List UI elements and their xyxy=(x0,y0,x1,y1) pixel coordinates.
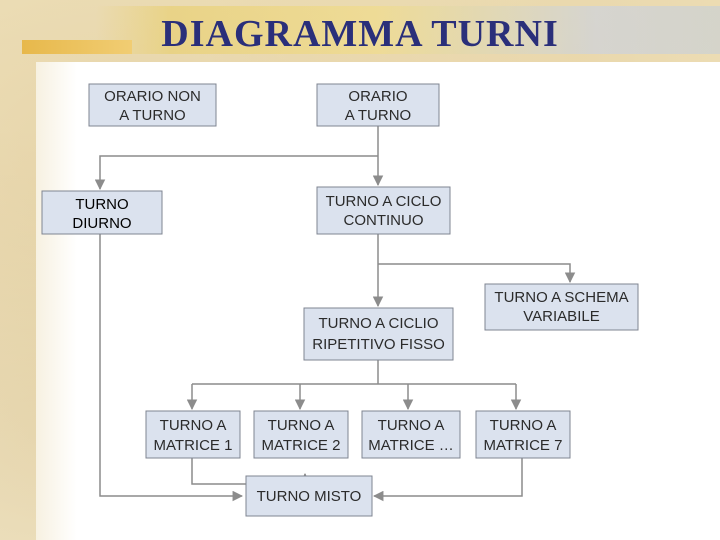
node-turno-misto: TURNO MISTO xyxy=(245,475,373,517)
node-orario-non-turno-line-1: ORARIO NON xyxy=(104,88,201,105)
connector-to-schema-variabile xyxy=(378,263,576,284)
node-matrice-7-line-1: TURNO A xyxy=(490,417,557,434)
node-turno-ciclio-ripetitivo: TURNO A CICLIO RIPETITIVO FISSO xyxy=(303,307,454,361)
connectors xyxy=(94,126,576,502)
node-turno-ciclo-continuo: TURNO A CICLO CONTINUO xyxy=(316,186,451,235)
connector-to-turno-diurno xyxy=(94,155,378,191)
node-matrice-1-line-1: TURNO A xyxy=(160,417,227,434)
node-matrice-1-line-2: MATRICE 1 xyxy=(154,437,233,454)
title-accent-bar xyxy=(22,40,132,54)
node-orario-non-turno: ORARIO NON A TURNO xyxy=(88,83,217,127)
node-schema-line-2: VARIABILE xyxy=(523,308,599,325)
node-orario-non-turno-line-2: A TURNO xyxy=(119,107,185,124)
node-ciclo-continuo-line-1: TURNO A CICLO xyxy=(326,193,442,210)
node-matrice-dots-line-1: TURNO A xyxy=(378,417,445,434)
node-matrice-dots-line-2: MATRICE … xyxy=(368,437,454,454)
slide-title: DIAGRAMMA TURNI xyxy=(161,13,559,55)
node-matrice-dots: TURNO A MATRICE … xyxy=(361,410,461,459)
title-decoration-band xyxy=(96,6,720,54)
connector-matrice7-to-misto xyxy=(372,458,523,502)
node-ciclio-line-2: RIPETITIVO FISSO xyxy=(312,336,445,353)
node-ciclo-continuo-line-2: CONTINUO xyxy=(344,212,424,229)
node-matrice-2-line-2: MATRICE 2 xyxy=(262,437,341,454)
node-turno-misto-label: TURNO MISTO xyxy=(257,488,362,505)
node-turno-diurno: TURNO DIURNO xyxy=(41,190,163,235)
connector-diurno-to-misto xyxy=(99,234,244,502)
node-matrice-7: TURNO A MATRICE 7 xyxy=(475,410,571,459)
node-orario-turno-line-1: ORARIO xyxy=(348,88,407,105)
node-turno-diurno-line-1: TURNO xyxy=(75,196,128,213)
node-schema-line-1: TURNO A SCHEMA xyxy=(494,289,628,306)
node-ciclio-line-1: TURNO A CICLIO xyxy=(318,315,438,332)
node-matrice-7-line-2: MATRICE 7 xyxy=(484,437,563,454)
node-matrice-2-line-1: TURNO A xyxy=(268,417,335,434)
node-orario-turno: ORARIO A TURNO xyxy=(316,83,440,127)
node-orario-turno-line-2: A TURNO xyxy=(345,107,411,124)
node-matrice-1: TURNO A MATRICE 1 xyxy=(145,410,241,459)
node-matrice-2: TURNO A MATRICE 2 xyxy=(253,410,349,459)
node-turno-schema-variabile: TURNO A SCHEMA VARIABILE xyxy=(484,283,639,331)
node-turno-diurno-line-2: DIURNO xyxy=(72,215,131,232)
